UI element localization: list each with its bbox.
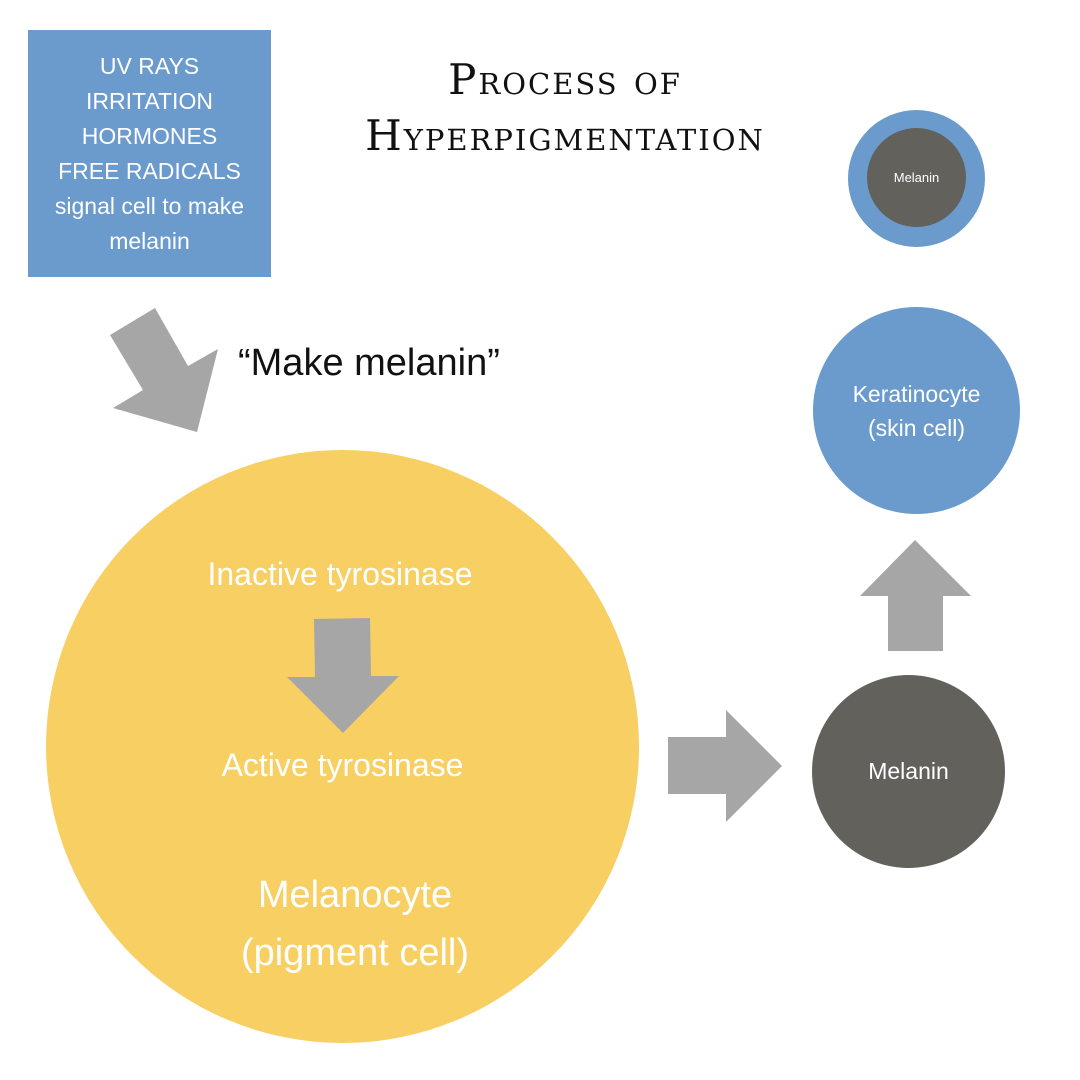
melanocyte-cell (46, 450, 639, 1043)
trigger-line: UV RAYS (99, 52, 200, 79)
trigger-line: FREE RADICALS (58, 157, 241, 184)
melanin-granule: Melanin (812, 675, 1005, 868)
title-line-2: Hyperpigmentation (365, 111, 765, 160)
trigger-line: HORMONES (81, 122, 218, 149)
keratinocyte-cell: Keratinocyte (skin cell) (813, 307, 1020, 514)
keratinocyte-subtitle: (skin cell) (867, 414, 966, 441)
melanin-label: Melanin (868, 758, 949, 784)
triggers-box: UV RAYS IRRITATION HORMONES FREE RADICAL… (28, 30, 271, 277)
trigger-line: signal cell to make (54, 192, 245, 219)
trigger-line: IRRITATION (86, 87, 213, 114)
inner-melanin-granule: Melanin (867, 128, 966, 227)
diagram-title: Process of Hyperpigmentation (330, 52, 800, 164)
trigger-line: melanin (109, 227, 190, 254)
active-tyrosinase-label: Active tyrosinase (221, 747, 464, 783)
inactive-tyrosinase-label: Inactive tyrosinase (207, 556, 473, 592)
melanocyte-name-line-2: (pigment cell) (240, 932, 470, 974)
inner-melanin-label: Melanin (893, 170, 940, 185)
signal-label: “Make melanin” (238, 342, 500, 384)
title-line-1: Process of (448, 55, 682, 104)
melanocyte-name-line-1: Melanocyte (257, 874, 453, 916)
melanocyte-name: Melanocyte (pigment cell) (190, 866, 520, 982)
keratinocyte-name: Keratinocyte (852, 380, 981, 407)
